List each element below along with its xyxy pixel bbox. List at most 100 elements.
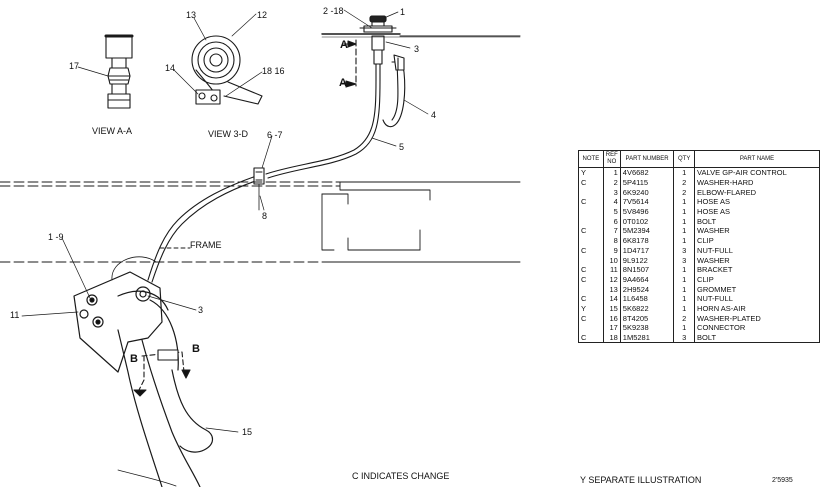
section-b-left: B (130, 353, 138, 365)
row-part-name: VALVE GP-AIR CONTROL (694, 167, 820, 178)
row-ref: 4 (602, 197, 621, 207)
row-qty: 3 (673, 245, 696, 256)
row-part-name: ELBOW-FLARED (694, 187, 820, 198)
row-part-name: WASHER (694, 255, 820, 265)
row-qty: 1 (673, 323, 696, 333)
view-bb-clip (191, 35, 263, 105)
row-part-name: BRACKET (694, 264, 820, 275)
illustration-number: 2'5935 (772, 477, 793, 484)
row-note: C (578, 177, 604, 188)
row-part-number: 5V8496 (619, 206, 675, 217)
row-note (578, 216, 604, 227)
frame-label: FRAME (190, 240, 222, 250)
row-note (578, 235, 604, 246)
row-qty: 1 (673, 303, 696, 314)
row-part-name: HOSE AS (694, 206, 820, 217)
row-note (578, 255, 604, 265)
row-note: C (578, 245, 604, 256)
row-part-number: 1L6458 (619, 293, 675, 304)
row-ref: 12 (602, 274, 621, 285)
callout-18-16: 18 16 (262, 66, 285, 76)
separate-illustration-note: Y SEPARATE ILLUSTRATION (580, 475, 702, 485)
row-qty: 1 (673, 197, 696, 207)
callout-17: 17 (69, 61, 80, 71)
header-qty: QTY (673, 150, 696, 168)
cab-floor-line (321, 33, 521, 38)
header-note: NOTE (578, 150, 604, 168)
row-qty: 2 (673, 313, 696, 323)
header-part-number: PART NUMBER (619, 150, 675, 168)
row-part-number: 8T4205 (619, 313, 675, 323)
parts-table-header: NOTE REF NO PART NUMBER QTY PART NAME (578, 150, 820, 168)
row-ref: 17 (602, 323, 621, 333)
row-note (578, 284, 604, 294)
row-ref: 3 (602, 187, 621, 198)
row-qty: 1 (673, 284, 696, 294)
frame-rail (0, 181, 521, 263)
row-note: C (578, 264, 604, 275)
hose-to-horn (147, 173, 265, 283)
row-qty: 1 (673, 226, 696, 236)
row-note: C (578, 313, 604, 323)
row-part-number: 1M5281 (619, 332, 675, 344)
section-a-marks (341, 39, 357, 88)
callout-3-bottom: 3 (198, 305, 204, 315)
row-part-name: WASHER (694, 226, 820, 236)
callout-6-7: 6 -7 (267, 130, 283, 140)
row-part-name: CLIP (694, 235, 820, 246)
row-part-number: 9L9122 (619, 255, 675, 265)
row-ref: 1 (602, 167, 621, 178)
section-a-lower: A (339, 77, 347, 89)
row-qty: 1 (673, 235, 696, 246)
clip-8 (253, 167, 265, 211)
header-ref: REF NO (602, 150, 621, 168)
callout-14: 14 (165, 63, 176, 73)
row-part-number: 6K9240 (619, 187, 675, 198)
callout-15: 15 (242, 427, 253, 437)
row-qty: 3 (673, 332, 696, 344)
row-qty: 1 (673, 274, 696, 285)
row-part-name: CLIP (694, 274, 820, 285)
row-note: C (578, 226, 604, 236)
view-aa-title: VIEW A-A (92, 126, 133, 136)
callout-1: 1 (400, 7, 406, 17)
row-ref: 2 (602, 177, 621, 188)
row-note: Y (578, 303, 604, 314)
row-part-number: 8N1507 (619, 264, 675, 275)
hose-4 (382, 54, 406, 128)
section-b-marks (133, 349, 191, 397)
row-part-name: WASHER-PLATED (694, 313, 820, 323)
row-ref: 14 (602, 293, 621, 304)
callout-1-9: 1 -9 (48, 232, 64, 242)
row-qty: 3 (673, 255, 696, 265)
callout-12: 12 (257, 10, 268, 20)
row-note (578, 187, 604, 198)
row-part-name: NUT-FULL (694, 293, 820, 304)
section-b-right: B (192, 343, 200, 355)
row-ref: 5 (602, 206, 621, 217)
row-part-number: 6K8178 (619, 235, 675, 246)
callout-13: 13 (186, 10, 197, 20)
row-part-number: 0T0102 (619, 216, 675, 227)
callout-3-top: 3 (414, 44, 420, 54)
row-part-name: CONNECTOR (694, 323, 820, 333)
callout-2-18: 2 -18 (323, 6, 344, 16)
row-part-number: 4V6682 (619, 167, 675, 178)
row-note: C (578, 293, 604, 304)
